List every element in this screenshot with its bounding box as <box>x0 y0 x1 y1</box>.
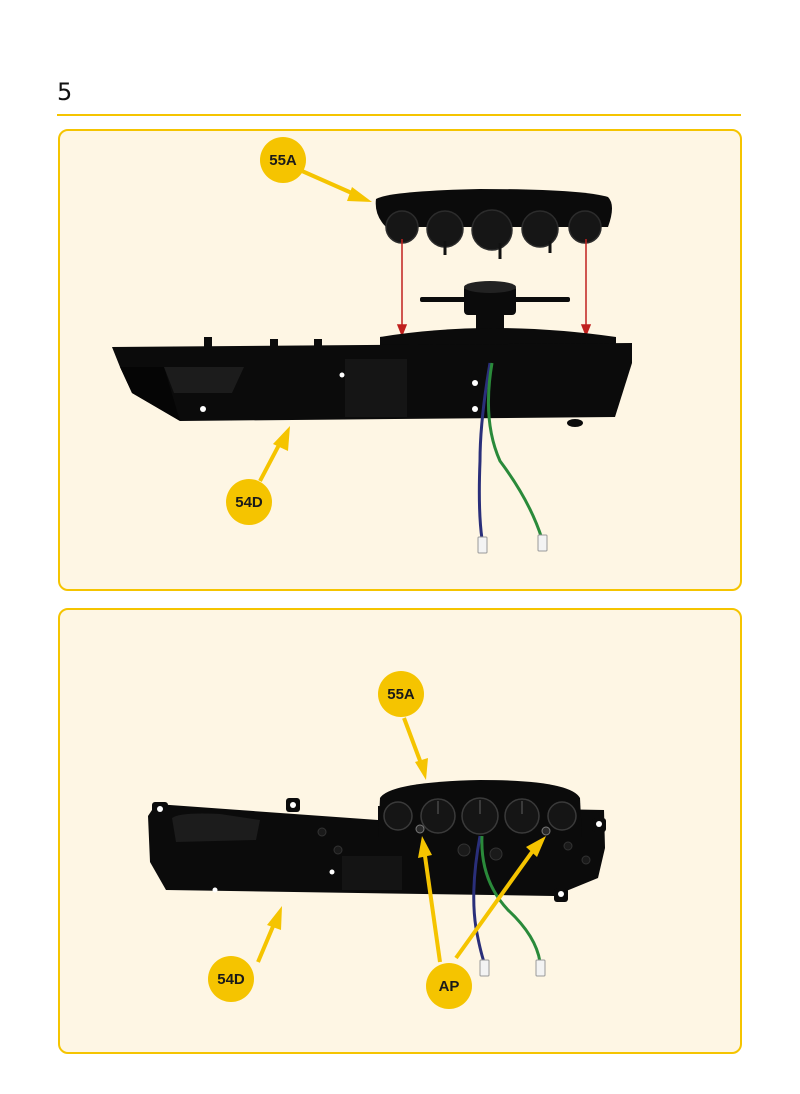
callout-label-54d: 54D <box>208 956 254 1002</box>
callout-label-54d: 54D <box>226 479 272 525</box>
panel-1-illustration <box>60 131 742 591</box>
callout-label-55a: 55A <box>378 671 424 717</box>
assembly-panel-1: 55A 54D <box>58 129 742 591</box>
dashboard-frame-54d <box>112 281 632 427</box>
callout-label-55a: 55A <box>260 137 306 183</box>
header-divider <box>57 114 741 116</box>
wire-connectors <box>478 535 547 553</box>
callout-arrows <box>260 171 372 481</box>
callout-label-ap: AP <box>426 963 472 1009</box>
assembly-panel-2: 55A 54D AP <box>58 608 742 1054</box>
step-number: 5 <box>57 80 72 104</box>
gauge-cluster-55a <box>376 189 612 259</box>
wire-connectors <box>480 960 545 976</box>
